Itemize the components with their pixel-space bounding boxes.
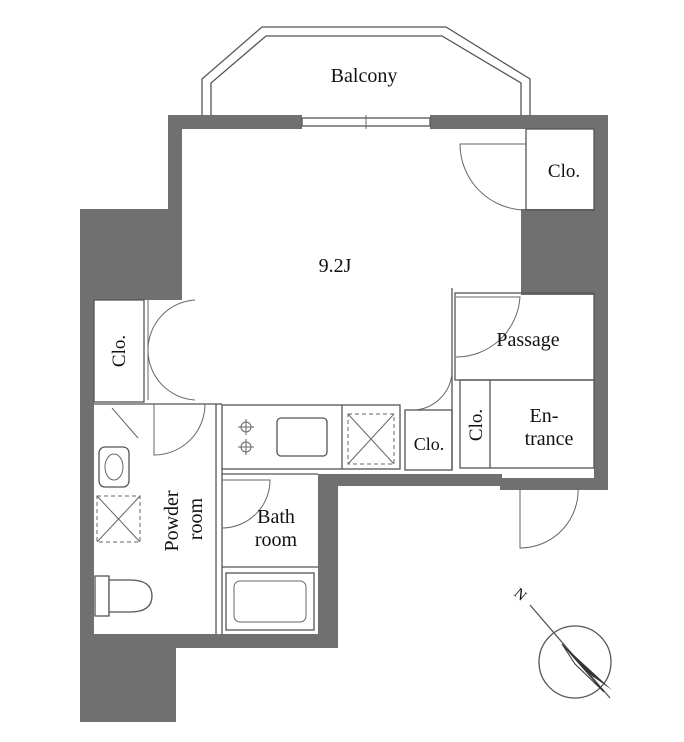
door-swings [111, 143, 579, 549]
bathroom-label-line2: room [255, 529, 298, 551]
bathroom-label-line1: Bath [257, 506, 295, 528]
compass: N [510, 585, 612, 699]
powder-room-label-line2: room [185, 497, 207, 540]
closet-top-right-label: Clo. [548, 161, 580, 182]
bathtub-icon [225, 572, 315, 631]
washer-space-icon [96, 495, 141, 543]
fixtures [94, 413, 395, 631]
closet-entrance-label: Clo. [466, 409, 487, 441]
interior-partitions [93, 128, 595, 634]
balcony-label: Balcony [331, 65, 398, 87]
main-room-size-label: 9.2J [319, 255, 352, 277]
balcony-railing [201, 26, 531, 115]
toilet-icon [94, 575, 153, 617]
room-labels: Balcony 9.2J Clo. Clo. Passage Clo. Clo.… [109, 65, 580, 552]
entrance-label-line1: En- [530, 405, 559, 427]
compass-north-label: N [510, 585, 529, 604]
powder-room-label-line1: Powder [161, 490, 183, 551]
fridge-space-icon [347, 413, 395, 465]
entrance-label-line2: trance [525, 428, 574, 450]
exterior-walls [80, 115, 608, 722]
compass-circle-icon [538, 625, 612, 699]
balcony-window [301, 115, 431, 129]
closet-small-label: Clo. [414, 434, 445, 454]
kitchen-sink-icon [276, 417, 328, 457]
closet-left-label: Clo. [109, 335, 130, 367]
wash-basin-icon [98, 446, 130, 488]
passage-label: Passage [496, 329, 559, 351]
